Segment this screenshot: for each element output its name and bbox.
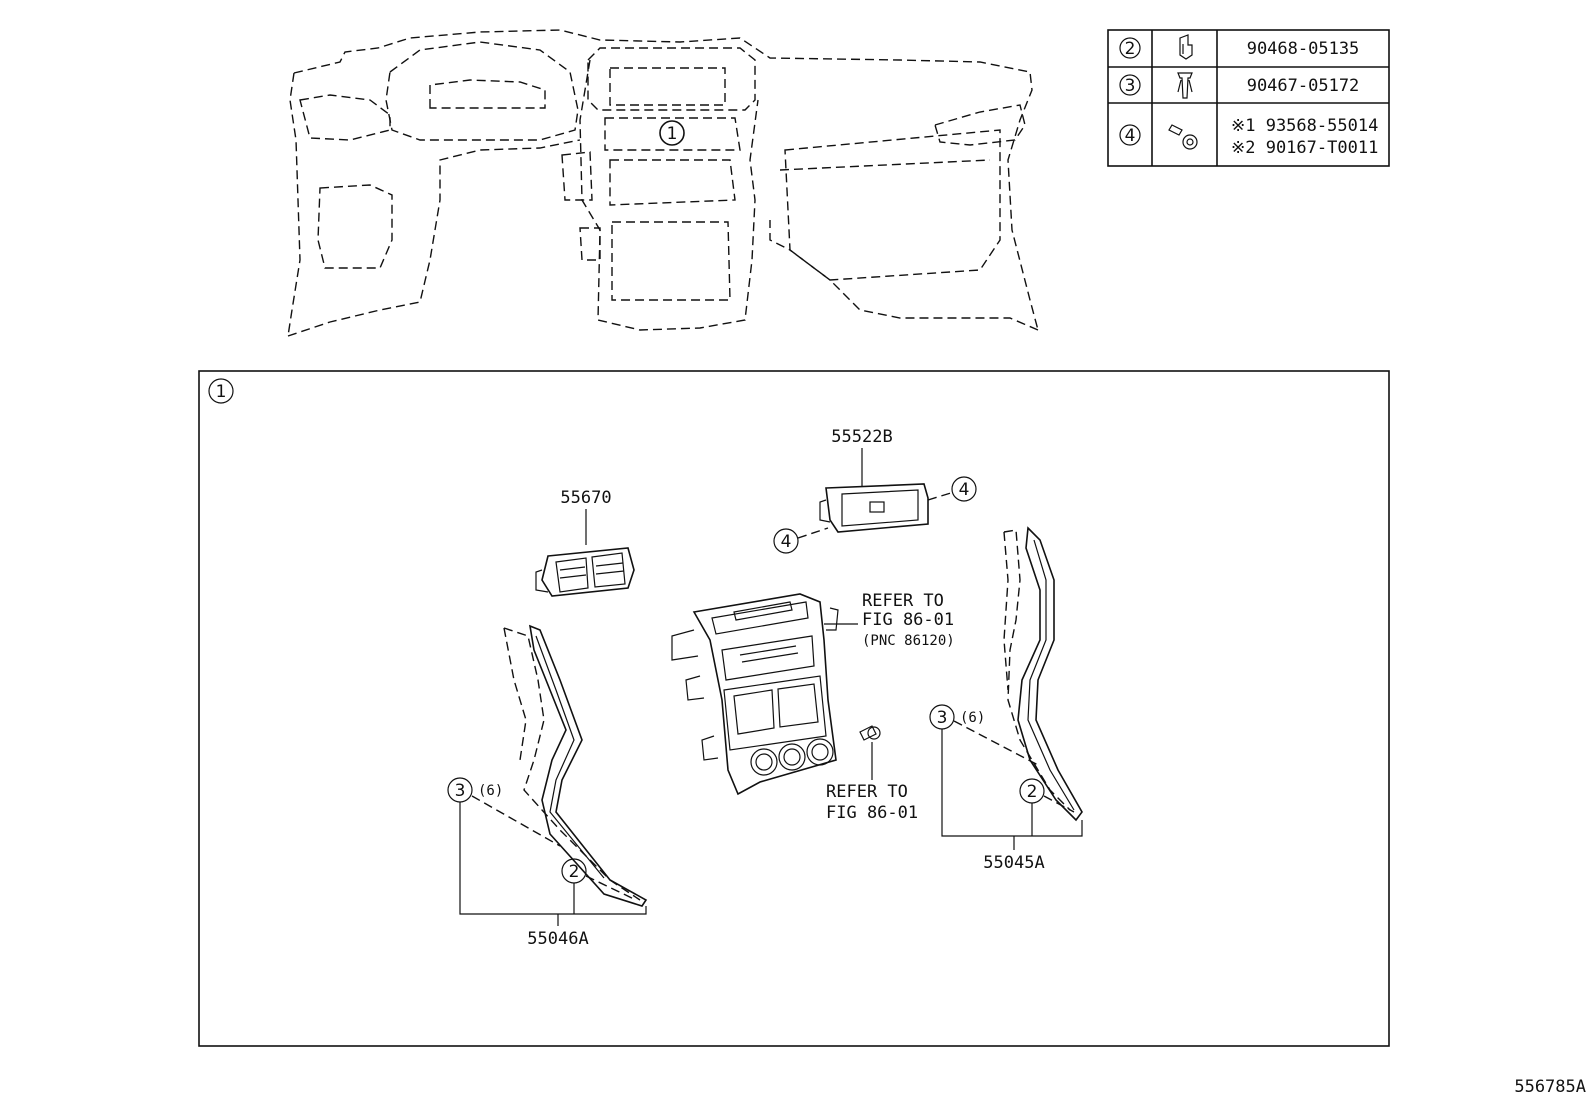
part-55522b: 55522B 4 4 [773,427,977,554]
callout-3-right: 3 [937,708,948,728]
legend-row-2: 2 90468-05135 [1119,34,1360,60]
callout-2-left: 2 [569,862,580,882]
legend-part-4-line-1: ※1 93568-55014 [1231,116,1378,136]
legend-row-3: 3 90467-05172 [1119,72,1360,99]
legend-ref-2: 2 [1125,39,1136,59]
screw-icon [1168,124,1198,150]
overview-callout-1: 1 [667,124,678,144]
legend-row-4: 4 ※1 93568-55014 ※2 90167-T0011 [1119,116,1378,158]
legend-part-4-line-2: ※2 90167-T0011 [1231,138,1378,158]
callout-2-right: 2 [1027,782,1038,802]
refer-top-line-3: (PNC 86120) [862,633,955,649]
legend-part-2: 90468-05135 [1247,39,1360,59]
label-55046a: 55046A [527,929,588,949]
callout-4-left: 4 [781,532,792,552]
label-55045a: 55045A [983,853,1044,873]
legend-table: 2 90468-05135 3 90467-05172 4 [1107,29,1390,167]
detail-frame: 1 [198,370,1390,1047]
part-55670: 55670 [535,488,635,597]
callout-3-left: 3 [455,781,466,801]
part-bolt: REFER TO FIG 86-01 [826,725,918,823]
callout-3-left-qty: (6) [478,783,503,799]
refer-bottom-line-1: REFER TO [826,782,908,802]
label-55522b: 55522B [831,427,892,447]
label-55670: 55670 [560,488,611,508]
part-55046a: 3 (6) 2 55046A [447,624,648,949]
callout-4-right: 4 [959,480,970,500]
figure-id: 556785A [1514,1077,1586,1097]
legend-ref-4: 4 [1125,126,1136,146]
detail-frame-ref: 1 [216,382,227,402]
callout-3-right-qty: (6) [960,710,985,726]
refer-top-line-1: REFER TO [862,591,944,611]
refer-bottom-line-2: FIG 86-01 [826,803,918,823]
part-center-panel: REFER TO FIG 86-01 (PNC 86120) [671,591,955,796]
clip-icon [1179,34,1193,60]
legend-ref-3: 3 [1125,76,1136,96]
pin-clip-icon [1177,72,1193,99]
dashboard-overview: 1 [287,29,1039,337]
overview-callout-circle [659,120,685,146]
legend-part-3: 90467-05172 [1247,76,1360,96]
part-55045a: 3 (6) 2 55045A [929,526,1083,873]
refer-top-line-2: FIG 86-01 [862,610,954,630]
